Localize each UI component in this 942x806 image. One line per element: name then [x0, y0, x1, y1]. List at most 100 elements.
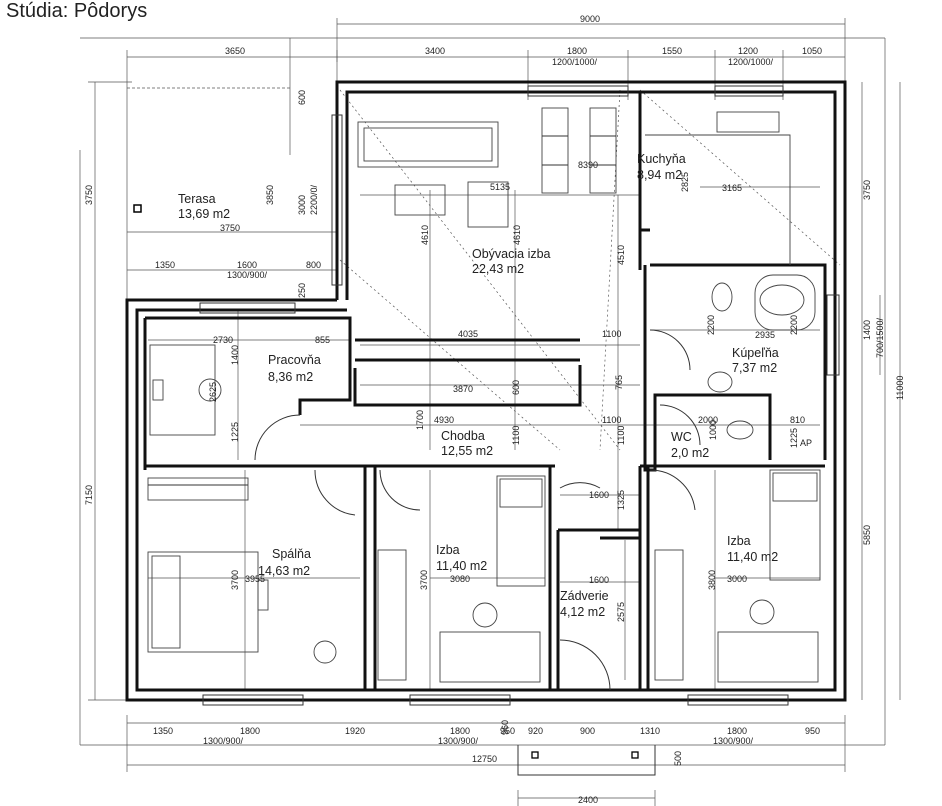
- dim-int: 2200: [789, 315, 799, 335]
- dim-int: 1100: [511, 426, 521, 445]
- dim-int: 600: [297, 90, 307, 105]
- windows: [199, 85, 840, 706]
- dim-int: 1325: [616, 490, 626, 510]
- dim-int: 2575: [616, 602, 626, 622]
- dim-bottom-4: 1800: [450, 726, 470, 736]
- dim-right-2: 1400: [862, 320, 872, 340]
- dim-int: 2200: [706, 315, 716, 335]
- room-area-chodba: 12,55 m2: [441, 444, 493, 458]
- dim-int: 2000: [698, 415, 718, 425]
- dim-int: 2200/0/: [309, 184, 319, 215]
- dim-bottom-1: 1350: [153, 726, 173, 736]
- dim-int: 1700: [415, 410, 425, 430]
- room-name-kupelna: Kúpeľňa: [732, 346, 779, 360]
- room-name-izba-2: Izba: [727, 534, 751, 548]
- dim-int: 3080: [450, 574, 470, 584]
- dim-top-4: 1550: [662, 46, 682, 56]
- dim-bottom-9: 1800: [727, 726, 747, 736]
- dim-int: 600: [511, 380, 521, 395]
- dim-top-window-1: 1200/1000/: [552, 57, 598, 67]
- entrance: [517, 745, 656, 776]
- dim-int: 1225: [230, 422, 240, 442]
- dim-int: 4610: [420, 225, 430, 245]
- dim-bottom-7: 900: [580, 726, 595, 736]
- room-area-kuchyna: 8,94 m2: [637, 168, 682, 182]
- room-area-izba-2: 11,40 m2: [727, 550, 778, 564]
- dim-bottom-window-3: 1300/900/: [713, 736, 754, 746]
- dimension-lines: [79, 18, 901, 806]
- room-name-kuchyna: Kuchyňa: [637, 152, 686, 166]
- dim-int: 3850: [265, 185, 275, 205]
- dim-int: 4510: [616, 245, 626, 265]
- dim-int: 1600: [237, 260, 257, 270]
- dim-bottom-2: 1800: [240, 726, 260, 736]
- dim-int: AP: [800, 438, 812, 448]
- dim-bottom-10: 950: [805, 726, 820, 736]
- dim-int: 1100: [616, 426, 626, 445]
- room-area-spalna: 14,63 m2: [258, 564, 310, 578]
- dim-top-3: 1800: [567, 46, 587, 56]
- dim-int: 4610: [512, 225, 522, 245]
- room-area-kupelna: 7,37 m2: [732, 361, 777, 375]
- dim-int: 1000: [708, 420, 718, 440]
- dim-int: 2935: [755, 330, 775, 340]
- dim-int: 1600: [589, 490, 609, 500]
- dim-int: 1100: [602, 329, 621, 339]
- room-name-chodba: Chodba: [441, 429, 485, 443]
- dim-top-5: 1200: [738, 46, 758, 56]
- room-name-zadverie: Zádverie: [560, 589, 609, 603]
- dim-int: 765: [614, 375, 624, 390]
- dim-int: 3700: [230, 570, 240, 590]
- dim-bottom-total: 12750: [472, 754, 497, 764]
- dim-bottom-step: 500: [673, 751, 683, 766]
- dim-left-1: 3750: [84, 185, 94, 205]
- dim-int: 2825: [680, 172, 690, 192]
- doors: [254, 329, 701, 691]
- dim-int: 3870: [453, 384, 473, 394]
- dim-int: 3000: [297, 195, 307, 215]
- dim-int: 800: [306, 260, 321, 270]
- dim-int: 810: [790, 415, 805, 425]
- dim-bottom-6: 920: [528, 726, 543, 736]
- dim-int: 4035: [458, 329, 478, 339]
- dim-int: 1600: [589, 575, 609, 585]
- dim-top-6: 1050: [802, 46, 822, 56]
- room-name-terasa: Terasa: [178, 192, 216, 206]
- room-area-pracovna: 8,36 m2: [268, 370, 313, 384]
- dim-top-2: 3400: [425, 46, 445, 56]
- dim-int: 1300/900/: [227, 270, 268, 280]
- dim-int: 3800: [707, 570, 717, 590]
- dim-int: 855: [315, 335, 330, 345]
- dim-right-window: 700/1500/: [875, 317, 885, 358]
- dim-int: 2730: [213, 335, 233, 345]
- room-name-spalna: Spálňa: [272, 547, 311, 561]
- room-name-izba-1: Izba: [436, 543, 460, 557]
- room-name-pracovna: Pracovňa: [268, 353, 321, 367]
- dim-top-total: 9000: [580, 14, 600, 24]
- room-name-obyvacia-izba: Obývacia izba: [472, 247, 551, 261]
- dim-int: 250: [297, 283, 307, 298]
- dim-top-window-2: 1200/1000/: [728, 57, 774, 67]
- room-area-wc: 2,0 m2: [671, 446, 709, 460]
- dim-bottom-3: 1920: [345, 726, 365, 736]
- room-labels: Terasa 13,69 m2 Kuchyňa 8,94 m2 Obývacia…: [178, 152, 779, 619]
- dim-int: 2625: [208, 382, 218, 402]
- dim-int: 8390: [578, 160, 598, 170]
- dim-int: 3000: [727, 574, 747, 584]
- dim-int: 3700: [419, 570, 429, 590]
- room-area-izba-1: 11,40 m2: [436, 559, 487, 573]
- dim-int: 4930: [434, 415, 454, 425]
- dim-bottom-window-1: 1300/900/: [203, 736, 244, 746]
- dim-int: 960: [500, 720, 510, 735]
- dim-bottom-window-2: 1300/900/: [438, 736, 479, 746]
- dim-int: 3165: [722, 183, 742, 193]
- room-name-wc: WC: [671, 430, 692, 444]
- dim-int: 1400: [230, 345, 240, 365]
- dim-right-3: 5850: [862, 525, 872, 545]
- dim-int: 5135: [490, 182, 510, 192]
- dim-top-1: 3650: [225, 46, 245, 56]
- dim-right-1: 3750: [862, 180, 872, 200]
- furniture: [133, 107, 821, 683]
- dim-bottom-entry: 2400: [578, 795, 598, 805]
